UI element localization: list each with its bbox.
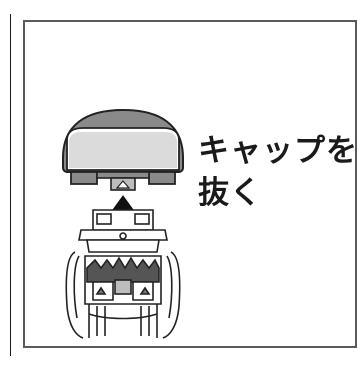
page-margin-rule bbox=[10, 14, 11, 356]
remove-cap-illustration bbox=[62, 108, 184, 339]
trimmer-blade-head bbox=[65, 209, 181, 339]
caption-line-2: 抜く bbox=[198, 175, 262, 211]
caption-line-1: キャップを bbox=[198, 133, 358, 169]
instruction-panel: キャップを 抜く bbox=[23, 20, 357, 348]
cap-shape bbox=[62, 108, 184, 191]
instruction-caption: キャップを 抜く bbox=[198, 130, 360, 214]
